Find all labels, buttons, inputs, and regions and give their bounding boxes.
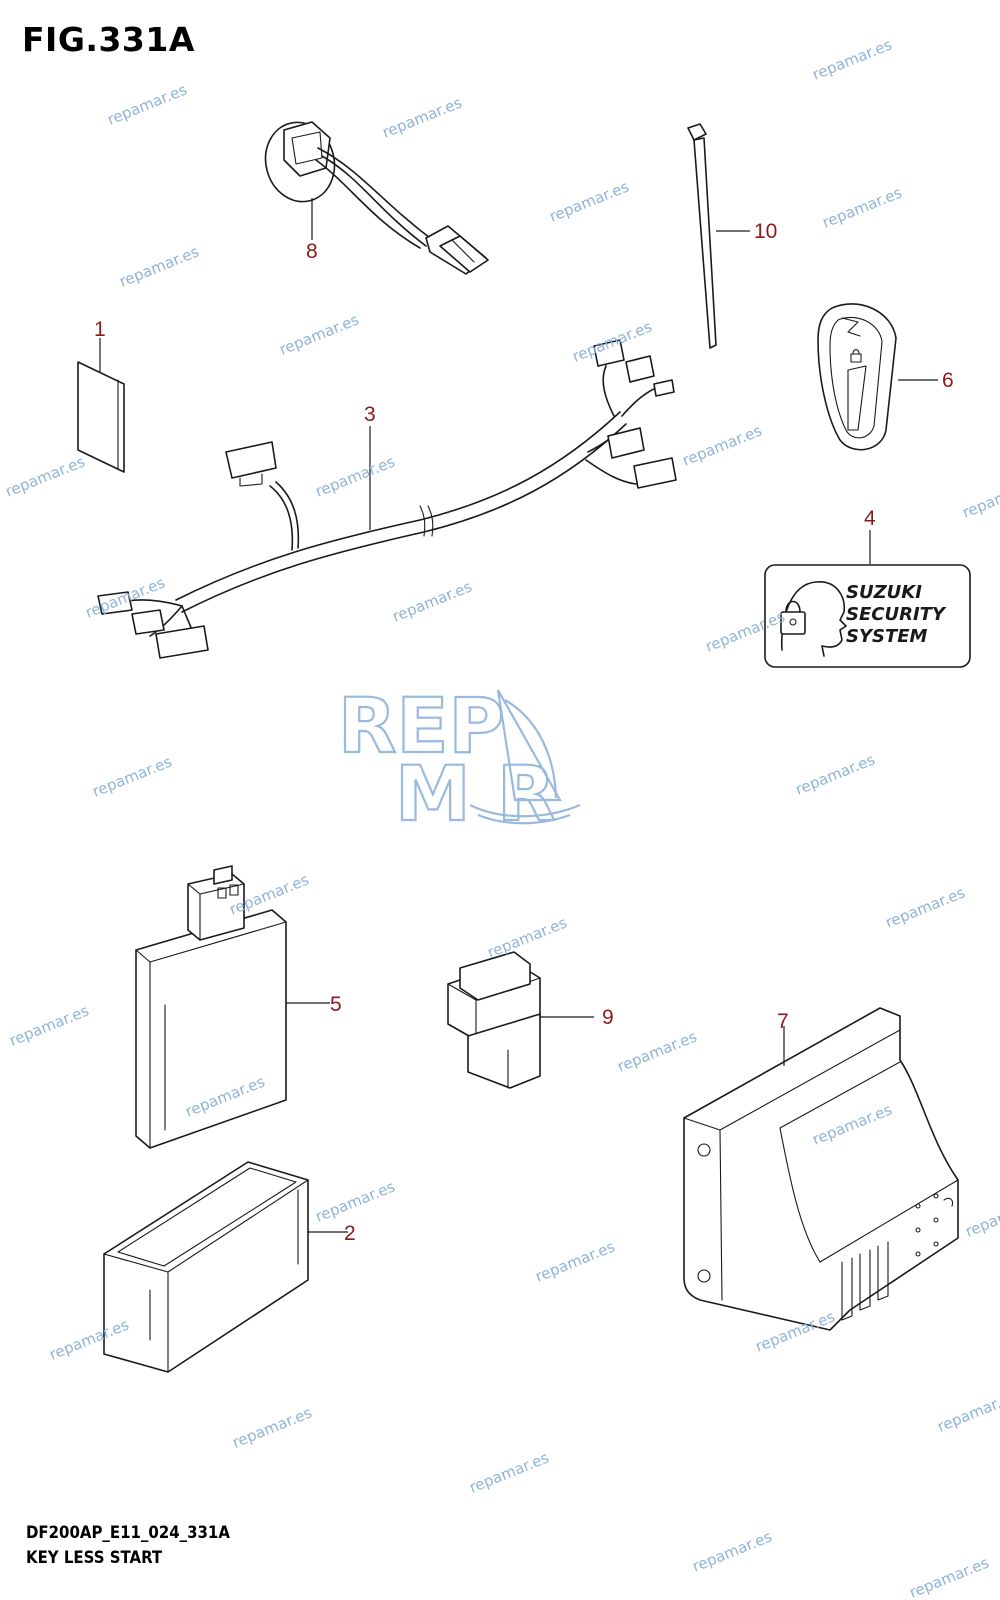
watermark-text: repamar.es (467, 1448, 552, 1496)
watermark-text: repamar.es (935, 1387, 1000, 1435)
suzuki-logo-icon (841, 317, 861, 337)
watermark-text: repamar.es (810, 35, 895, 83)
head-silhouette-icon (780, 581, 847, 657)
callouts: 1 2 3 4 5 6 7 8 9 10 (94, 220, 954, 1245)
watermark-text: repamar.es (533, 1237, 618, 1285)
watermark-text: repamar.es (963, 1192, 1000, 1240)
label-line-suzuki: SUZUKI (846, 582, 922, 603)
padlock-icon (850, 348, 862, 363)
part-3-wiring-harness (97, 339, 677, 659)
logo-text-line2: M R (395, 749, 556, 838)
watermark-text: repamar.es (7, 1001, 92, 1049)
watermark-text: repamar.es (277, 310, 362, 358)
padlock-icon (780, 600, 806, 635)
watermark-text: repamar.es (680, 421, 765, 469)
callout-7: 7 (777, 1010, 789, 1033)
part-6-key-fob (817, 303, 897, 451)
leader-lines (99, 198, 938, 1233)
figure-description: KEY LESS START (26, 1548, 163, 1568)
callout-8: 8 (306, 240, 318, 263)
watermark-text: repamar.es (3, 452, 88, 500)
watermark-text: repamar.es (117, 242, 202, 290)
sailboat-icon (469, 689, 581, 825)
callout-9: 9 (602, 1006, 614, 1029)
watermark-text: repamar.es (380, 93, 465, 141)
watermark-text: repamar.es (820, 183, 905, 231)
watermark-text: repamar.es (907, 1553, 992, 1600)
watermark-text: repamar.es (485, 913, 570, 961)
part-7-bracket (683, 1007, 959, 1331)
watermark-text: repamar.es (313, 452, 398, 500)
watermark-text: repamar.es (230, 1403, 315, 1451)
part-9-switch (447, 951, 541, 1089)
callout-1: 1 (94, 318, 106, 341)
watermark-text: repamar.es (105, 80, 190, 128)
watermark-text: repamar.es (547, 177, 632, 225)
label-line-security: SECURITY (846, 604, 947, 625)
callout-2: 2 (344, 1222, 356, 1245)
watermark-text: repamar.es (883, 883, 968, 931)
logo-text-line1: REP (338, 681, 504, 770)
callout-5: 5 (330, 993, 342, 1016)
callout-10: 10 (754, 220, 777, 243)
watermark-text: repamar.es (960, 473, 1000, 521)
callout-4: 4 (864, 507, 876, 530)
callout-3: 3 (364, 403, 376, 426)
part-2-holder (103, 1161, 309, 1373)
callout-6: 6 (942, 369, 954, 392)
watermark-text: repamar.es (690, 1527, 775, 1575)
watermark-text: repamar.es (90, 752, 175, 800)
watermark-text: repamar.es (615, 1027, 700, 1075)
watermark-text: repamar.es (313, 1177, 398, 1225)
part-8-connector-harness (264, 121, 489, 275)
label-line-system: SYSTEM (846, 626, 928, 647)
part-5-control-module (135, 865, 287, 1149)
figure-code: DF200AP_E11_024_331A (26, 1523, 230, 1543)
part-4-security-label: SUZUKI SECURITY SYSTEM (764, 564, 971, 668)
repamar-logo-watermark: REP M R (337, 680, 581, 839)
watermark-text: repamar.es (793, 750, 878, 798)
part-1-card (77, 361, 125, 473)
part-10-cable-tie (687, 123, 717, 349)
figure-title: FIG.331A (22, 20, 195, 59)
watermark-text: repamar.es (390, 577, 475, 625)
